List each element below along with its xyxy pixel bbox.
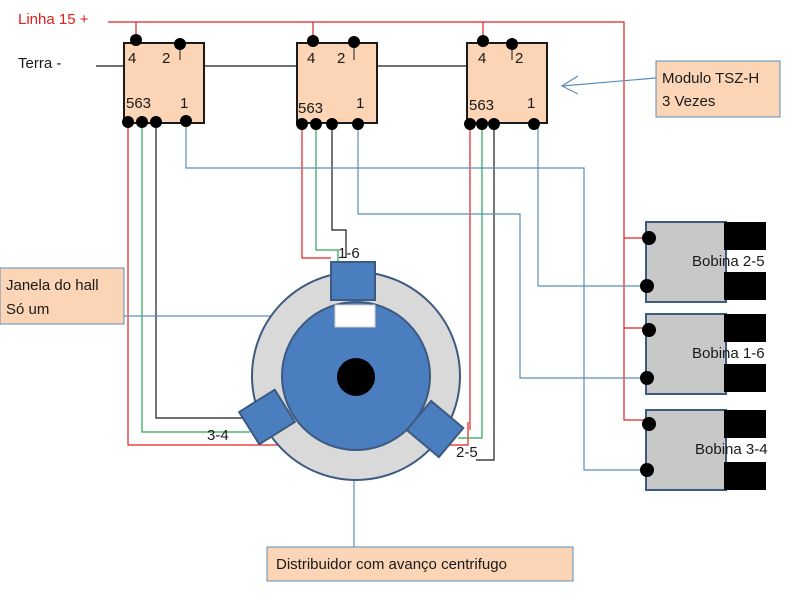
distributor: 1-6 3-4 2-5 [207,245,478,481]
coil-label: Bobina 1-6 [692,345,765,362]
module-pin-4: 4 [478,50,486,67]
hall-callout-line2: Só um [6,301,49,318]
module-body [123,42,205,124]
sensor-label-top: 1-6 [338,245,360,262]
coil-terminal [724,272,766,300]
distributor-shaft [337,358,375,396]
module-pin-1: 1 [356,95,364,112]
coil-body [645,221,727,303]
module-callout: Modulo TSZ-H 3 Vezes [655,60,781,118]
ground-supply-label: Terra - [18,55,61,72]
callout-box [655,60,781,118]
terminal-dot [310,118,322,130]
terminal-dot [477,35,489,47]
terminal-dot [150,116,162,128]
coil-body [645,409,727,491]
module-pin-4: 4 [307,50,315,67]
coil-1-6: Bobina 1-6 [640,313,766,395]
terminal-dot [122,116,134,128]
terminal-dot [464,118,476,130]
terminal-dot [506,38,518,50]
distributor-callout-text: Distribuidor com avanço centrifugo [276,556,507,573]
terminal-dot [488,118,500,130]
module-pin-2: 2 [337,50,345,67]
terminal-dot [348,36,360,48]
sensor-label-right: 2-5 [456,444,478,461]
terminal-dot [130,34,142,46]
coil-label: Bobina 2-5 [692,253,765,270]
terminal-dot [642,417,656,431]
coil-terminal [724,364,766,392]
hall-sensor-top [330,261,376,301]
terminal-dot [136,116,148,128]
terminal-dot [326,118,338,130]
terminal-dot [640,371,654,385]
module-2: 4 2 563 1 [296,35,378,130]
hall-callout: Janela do hall Só um [0,267,125,325]
terminal-dot [174,38,186,50]
coil-terminal [724,314,766,342]
hall-window [334,304,376,328]
module-pin-563: 563 [126,95,151,112]
module-pin-563: 563 [469,97,494,114]
terminal-dot [307,35,319,47]
module-pin-4: 4 [128,50,136,67]
terminal-dot [476,118,488,130]
coil-terminal [724,410,766,438]
terminal-dot [642,231,656,245]
terminal-dot [180,115,192,127]
hall-sensor-left [237,388,297,446]
module-pin-563: 563 [298,100,323,117]
module-callout-line1: Modulo TSZ-H [662,70,759,87]
distributor-callout: Distribuidor com avanço centrifugo [266,546,574,582]
module-body [466,42,548,124]
green-wires [141,122,483,439]
coil-2-5: Bobina 2-5 [640,221,766,303]
terminal-dot [296,118,308,130]
module-1: 4 2 563 1 [122,34,205,128]
sensor-label-left: 3-4 [207,427,229,444]
module-pin-2: 2 [515,50,523,67]
hall-callout-line1: Janela do hall [6,277,99,294]
hall-sensor-right [405,399,465,459]
terminal-dot [528,118,540,130]
coil-body [645,313,727,395]
module-pin-2: 2 [162,50,170,67]
positive-supply-label: Linha 15 + [18,11,89,28]
module-3: 4 2 563 1 [464,35,548,130]
terminal-dot [640,279,654,293]
coil-terminal [724,222,766,250]
terminal-dot [352,118,364,130]
module-body [296,42,378,124]
callout-box [266,546,574,582]
coil-label: Bobina 3-4 [695,441,768,458]
terminal-dot [642,323,656,337]
callout-box [0,267,125,325]
coil-terminal [724,462,766,490]
module-pin-1: 1 [180,95,188,112]
coil-3-4: Bobina 3-4 [640,409,768,491]
module-pin-1: 1 [527,95,535,112]
terminal-dot [640,463,654,477]
module-callout-line2: 3 Vezes [662,93,715,110]
